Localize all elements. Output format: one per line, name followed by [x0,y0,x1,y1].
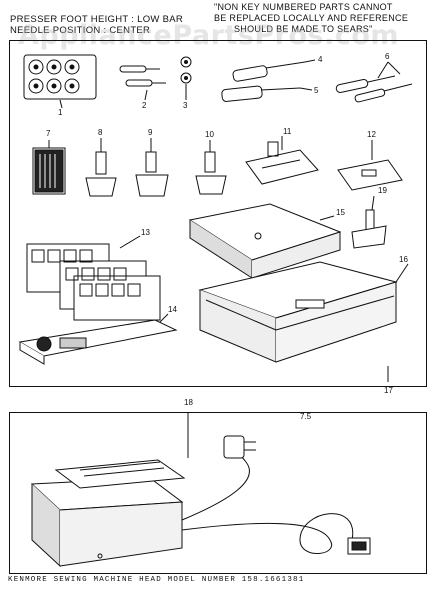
callout-7: 7 [46,129,51,138]
callout-12: 12 [367,130,376,139]
header-right-line1: "NON KEY NUMBERED PARTS CANNOT [214,2,393,12]
screwdrivers-part [221,59,316,102]
callout-17: 17 [384,386,393,395]
presser-foot-9 [135,138,169,197]
header-left-line2: NEEDLE POSITION : CENTER [10,25,151,36]
foot-controller-part [30,412,189,568]
needle-pack-part [32,140,66,195]
callout-8: 8 [98,128,103,137]
header-left-line1: PRESSER FOOT HEIGHT : LOW BAR [10,14,184,25]
header-right-line2: BE REPLACED LOCALLY AND REFERENCE [214,13,409,23]
felt-washers-part [180,56,192,100]
controller-cord [181,435,371,555]
spool-pins-part [119,65,166,101]
model-caption: KENMORE SEWING MACHINE HEAD MODEL NUMBER… [8,576,305,584]
zipper-foot-part [351,195,387,249]
callout-4: 4 [318,55,323,64]
callout-10: 10 [205,130,214,139]
callout-2: 2 [142,101,147,110]
callout-1: 1 [58,108,63,117]
callout-5: 5 [314,86,319,95]
callout-11: 11 [283,127,292,136]
callout-19: 19 [378,186,387,195]
callout-14: 14 [168,305,177,314]
upper-parts-frame [9,40,427,387]
pattern-cards-part [26,235,161,321]
callout-6: 6 [385,52,390,61]
cover-plate-part [188,203,342,279]
callout-13: 13 [141,228,150,237]
watermark: AppliancePartsPros.com [18,20,400,51]
buttonhole-foot-part [245,136,319,185]
accessory-case-part [198,261,409,363]
accessory-tray-part [18,313,178,365]
lower-parts-frame [9,412,427,574]
callout-18: 18 [184,398,193,407]
throat-plate-part [337,140,403,191]
callout-16: 16 [399,255,408,264]
seam-ripper-part [335,61,413,103]
callout-9: 9 [148,128,153,137]
bobbins-part [23,54,97,109]
callout-15: 15 [336,208,345,217]
callout-3: 3 [183,101,188,110]
presser-foot-10 [195,140,227,195]
presser-foot-8 [85,138,117,197]
header-right-line3: SHOULD BE MADE TO SEARS" [234,24,373,34]
callout-20: 7.5 [300,412,312,421]
